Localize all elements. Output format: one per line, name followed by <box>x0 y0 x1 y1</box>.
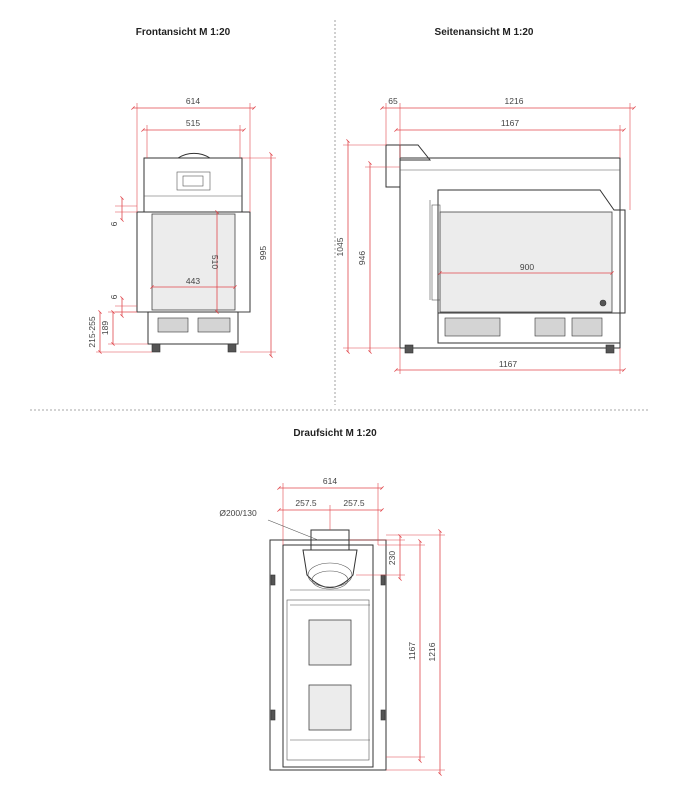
front-view: Frontansicht M 1:20 614 515 <box>87 27 276 358</box>
top-view-title: Draufsicht M 1:20 <box>293 428 377 439</box>
side-dim-body-depth: 1167 <box>501 118 520 128</box>
top-dim-flue-offset: 230 <box>387 551 397 565</box>
side-dim-bottom-depth: 1167 <box>499 359 518 369</box>
front-dim-foot-adjust: 215-255 <box>87 316 97 347</box>
front-dim-total-height: 995 <box>258 246 268 260</box>
front-dim-bottom-offset: 6 <box>109 294 119 299</box>
top-dim-body-depth: 1167 <box>407 642 417 661</box>
top-view: Draufsicht M 1:20 614 257.5 <box>219 428 445 776</box>
side-dim-glass-width: 900 <box>520 262 534 272</box>
top-dim-half-left: 257.5 <box>295 498 317 508</box>
side-view-title: Seitenansicht M 1:20 <box>435 27 534 38</box>
side-dim-overall-depth: 1216 <box>505 96 524 106</box>
front-dim-inner-width: 515 <box>186 118 200 128</box>
front-view-title: Frontansicht M 1:20 <box>136 27 231 38</box>
side-dim-body-height: 946 <box>357 251 367 265</box>
front-fireplace-body <box>136 152 251 353</box>
top-dim-flue: Ø200/130 <box>219 508 257 518</box>
front-dim-base-height: 189 <box>100 321 110 335</box>
top-dim-overall-depth: 1216 <box>427 642 437 661</box>
side-dim-total-height: 1045 <box>335 237 345 256</box>
front-dim-opening-height: 510 <box>210 255 220 269</box>
side-view: Seitenansicht M 1:20 65 1216 1 <box>335 27 636 374</box>
side-dim-overhang: 65 <box>388 96 398 106</box>
front-dim-opening-width: 443 <box>186 276 200 286</box>
top-dim-half-right: 257.5 <box>343 498 365 508</box>
front-dim-overall-width: 614 <box>186 96 200 106</box>
top-dim-overall-width: 614 <box>323 476 337 486</box>
front-dim-top-offset: 6 <box>109 221 119 226</box>
top-fireplace-body <box>269 529 387 771</box>
side-fireplace-body <box>385 144 626 354</box>
